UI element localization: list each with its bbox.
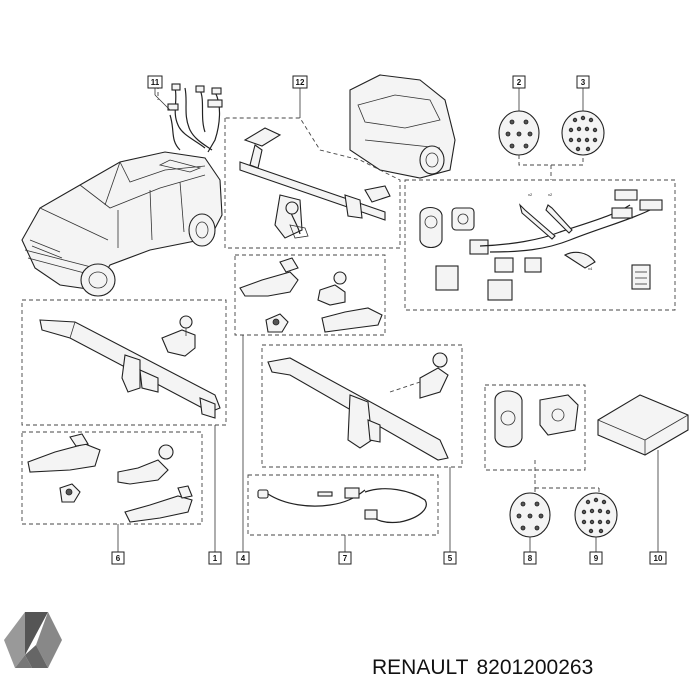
svg-text:11: 11 xyxy=(151,78,160,87)
svg-text:12: 12 xyxy=(296,78,305,87)
svg-text:4: 4 xyxy=(241,554,246,563)
callout-8: 8 xyxy=(523,551,537,565)
callout-5: 5 xyxy=(443,551,457,565)
svg-text:x4: x4 xyxy=(588,266,593,271)
renault-diamond-logo xyxy=(4,612,62,668)
svg-text:1: 1 xyxy=(213,554,218,563)
electrical-kit-parts: x2 x2 x4 xyxy=(419,189,663,301)
callout-3: 3 xyxy=(576,75,590,89)
part-12-towbar xyxy=(239,127,391,239)
electrical-kit-frame xyxy=(404,179,676,311)
callout-1: 1 xyxy=(208,551,222,565)
socket-13-pin-bottom xyxy=(574,492,618,538)
brand-name: RENAULT xyxy=(372,656,469,679)
callout-6: 6 xyxy=(111,551,125,565)
part-caption: RENAULT 8201200263 xyxy=(372,656,692,680)
svg-text:3: 3 xyxy=(581,78,586,87)
part-12-frame xyxy=(224,117,401,249)
callout-9: 9 xyxy=(589,551,603,565)
callout-2: 2 xyxy=(512,75,526,89)
part-4-frame xyxy=(234,254,386,336)
svg-text:10: 10 xyxy=(654,554,663,563)
connector-bracket-top xyxy=(518,155,584,180)
svg-text:5: 5 xyxy=(448,554,453,563)
part-1-towbar-beam xyxy=(39,315,221,419)
svg-text:x2: x2 xyxy=(548,192,553,197)
part-1-frame xyxy=(21,299,227,426)
control-module-10 xyxy=(597,394,689,456)
svg-text:x2: x2 xyxy=(528,192,533,197)
socket-7-pin-top xyxy=(498,110,540,156)
connector-bracket-bottom xyxy=(534,460,600,495)
callout-12: 12 xyxy=(292,75,308,89)
part-6-parts xyxy=(27,433,193,523)
callout-10: 10 xyxy=(649,551,667,565)
svg-text:8: 8 xyxy=(528,554,533,563)
part-number: 8201200263 xyxy=(476,656,594,679)
leader-lines xyxy=(117,88,659,552)
part-11-wiring-loom xyxy=(157,83,223,153)
svg-text:6: 6 xyxy=(116,554,121,563)
part-5-towbar xyxy=(267,352,449,461)
svg-text:2: 2 xyxy=(517,78,522,87)
part-7-frame xyxy=(247,474,439,536)
callout-4: 4 xyxy=(236,551,250,565)
part-12-rear-view xyxy=(349,74,456,179)
svg-text:9: 9 xyxy=(594,554,599,563)
socket-parts-lower xyxy=(494,390,579,448)
part-4-parts xyxy=(239,257,383,333)
callout-11: 11 xyxy=(147,75,163,89)
socket-13-pin-top xyxy=(561,110,605,156)
svg-text:7: 7 xyxy=(343,554,348,563)
part-7-cable xyxy=(257,487,427,524)
callout-7: 7 xyxy=(338,551,352,565)
car-illustration xyxy=(21,151,223,297)
part-6-frame xyxy=(21,431,203,525)
socket-7-pin-bottom xyxy=(509,492,551,538)
part-5-frame xyxy=(261,344,463,468)
